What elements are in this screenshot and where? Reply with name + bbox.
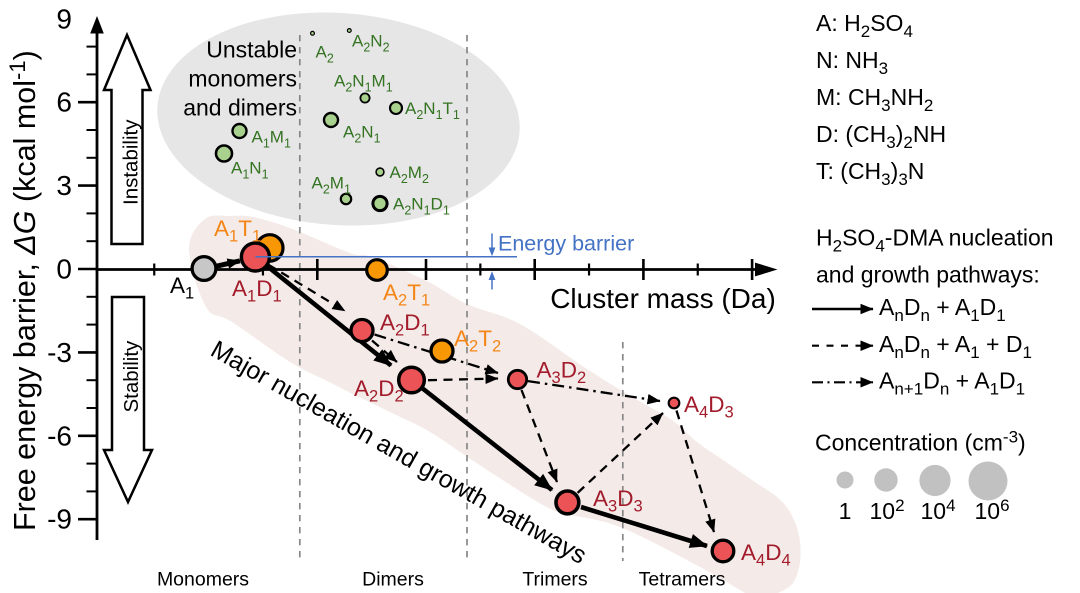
svg-text:6: 6 xyxy=(56,87,72,118)
svg-text:Instability: Instability xyxy=(120,119,143,205)
svg-text:Energy barrier: Energy barrier xyxy=(498,232,634,256)
svg-text:A1M1: A1M1 xyxy=(252,128,291,151)
svg-text:-6: -6 xyxy=(47,420,72,451)
svg-text:Dimers: Dimers xyxy=(362,569,424,591)
svg-text:Concentration (cm-3): Concentration (cm-3) xyxy=(815,428,1026,456)
svg-text:A2M2: A2M2 xyxy=(390,163,429,186)
svg-text:M: CH3NH2: M: CH3NH2 xyxy=(816,84,933,115)
svg-text:3: 3 xyxy=(56,170,72,201)
svg-text:Unstable: Unstable xyxy=(206,37,297,63)
svg-text:D: (CH3)2NH: D: (CH3)2NH xyxy=(816,121,946,152)
svg-text:A2T1: A2T1 xyxy=(383,280,430,310)
svg-text:AnDn + A1D1: AnDn + A1D1 xyxy=(879,294,1006,325)
svg-text:106: 106 xyxy=(974,496,1009,524)
svg-text:A4D4: A4D4 xyxy=(741,540,791,570)
svg-text:AnDn + A1 + D1: AnDn + A1 + D1 xyxy=(879,331,1032,362)
svg-text:A1: A1 xyxy=(170,273,194,303)
svg-text:A: H2SO4: A: H2SO4 xyxy=(816,10,913,41)
svg-text:and dimers: and dimers xyxy=(183,95,297,121)
svg-text:A2N2: A2N2 xyxy=(352,32,390,55)
svg-text:monomers: monomers xyxy=(188,66,297,92)
svg-text:-3: -3 xyxy=(47,337,72,368)
svg-text:Tetramers: Tetramers xyxy=(639,569,726,591)
svg-text:A3D2: A3D2 xyxy=(537,358,587,388)
svg-text:9: 9 xyxy=(56,3,72,34)
svg-text:Stability: Stability xyxy=(120,340,143,413)
svg-text:and growth pathways:: and growth pathways: xyxy=(816,262,1040,288)
svg-text:0: 0 xyxy=(56,254,72,285)
svg-text:T: (CH3)3N: T: (CH3)3N xyxy=(816,158,924,189)
svg-text:N: NH3: N: NH3 xyxy=(816,47,888,78)
svg-text:H2SO4-DMA nucleation: H2SO4-DMA nucleation xyxy=(816,225,1054,256)
svg-text:Trimers: Trimers xyxy=(522,569,588,591)
svg-text:A1N1: A1N1 xyxy=(231,159,269,182)
svg-text:A1D1: A1D1 xyxy=(232,276,282,306)
svg-text:A2N1: A2N1 xyxy=(343,123,381,146)
svg-text:Cluster mass (Da): Cluster mass (Da) xyxy=(550,283,776,314)
svg-text:Monomers: Monomers xyxy=(157,569,249,591)
svg-text:1: 1 xyxy=(839,498,852,524)
svg-text:102: 102 xyxy=(869,496,904,524)
svg-text:Free energy barrier, ΔG (kcal: Free energy barrier, ΔG (kcal mol-1) xyxy=(5,50,42,531)
svg-text:An+1Dn + A1D1: An+1Dn + A1D1 xyxy=(879,368,1025,399)
svg-text:104: 104 xyxy=(920,496,955,524)
svg-text:-9: -9 xyxy=(47,504,72,535)
svg-text:A2M1: A2M1 xyxy=(312,174,351,197)
svg-text:A2T2: A2T2 xyxy=(454,326,501,356)
svg-text:A4D3: A4D3 xyxy=(684,392,734,422)
